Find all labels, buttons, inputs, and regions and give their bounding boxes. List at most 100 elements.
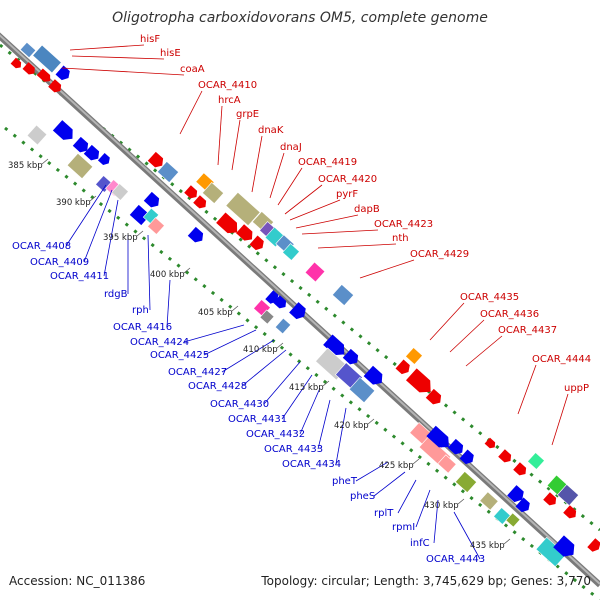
forward-gene-label: pyrF bbox=[336, 189, 358, 200]
accession-label: Accession: NC_011386 bbox=[9, 574, 145, 588]
forward-gene-label: uppP bbox=[564, 383, 589, 394]
gene-arrow bbox=[193, 195, 207, 209]
forward-gene-label: OCAR_4435 bbox=[460, 292, 519, 303]
tick-mark bbox=[503, 538, 511, 545]
gene-block bbox=[348, 376, 376, 404]
tick-mark bbox=[412, 458, 420, 465]
reverse-gene-label: pheT bbox=[332, 476, 358, 487]
forward-gene-label: dnaK bbox=[258, 125, 284, 136]
tick-mark bbox=[276, 342, 284, 349]
gene-arrow bbox=[36, 68, 51, 82]
reverse-gene-label: rplT bbox=[374, 508, 394, 519]
reverse-gene-label: OCAR_4416 bbox=[113, 322, 172, 333]
forward-leader-line bbox=[295, 214, 359, 229]
gene-block bbox=[19, 41, 37, 59]
reverse-gene-label: OCAR_4408 bbox=[12, 241, 71, 252]
forward-leader-line bbox=[277, 167, 303, 206]
forward-leader-line bbox=[359, 259, 415, 279]
forward-leader-line bbox=[179, 90, 203, 135]
forward-gene-label: coaA bbox=[180, 64, 205, 75]
reverse-leader-line bbox=[373, 471, 406, 497]
forward-leader-line bbox=[217, 105, 223, 166]
reverse-gene-label: OCAR_4424 bbox=[130, 337, 189, 348]
gene-arrow bbox=[447, 438, 464, 455]
page-title: Oligotropha carboxidovorans OM5, complet… bbox=[112, 10, 488, 26]
reverse-leader-line bbox=[183, 324, 245, 343]
gene-arrow bbox=[265, 290, 279, 304]
gene-arrow bbox=[147, 151, 164, 168]
forward-gene-label: grpE bbox=[236, 109, 259, 120]
gene-block bbox=[225, 191, 261, 227]
forward-leader-line bbox=[251, 135, 263, 193]
reverse-leader-line bbox=[317, 399, 331, 450]
dotted-guide-line bbox=[0, 43, 600, 532]
reverse-leader-line bbox=[433, 499, 439, 544]
reverse-gene-label: rph bbox=[132, 305, 149, 316]
forward-gene-label: OCAR_4410 bbox=[198, 80, 257, 91]
forward-gene-label: dapB bbox=[354, 204, 380, 215]
tick-label: 385 kbp bbox=[8, 161, 43, 171]
tick-mark bbox=[322, 380, 330, 387]
gene-block bbox=[259, 309, 275, 325]
gene-arrow bbox=[97, 152, 110, 166]
topology-label: Topology: circular; Length: 3,745,629 bp… bbox=[260, 574, 591, 588]
reverse-leader-line bbox=[281, 374, 313, 420]
reverse-gene-label: OCAR_4430 bbox=[210, 399, 269, 410]
tick-label: 395 kbp bbox=[103, 233, 138, 243]
tick-label: 400 kbp bbox=[150, 270, 185, 280]
forward-gene-label: nth bbox=[392, 233, 409, 244]
gene-block bbox=[304, 261, 326, 283]
forward-leader-line bbox=[301, 229, 379, 235]
gene-arrow bbox=[498, 449, 512, 463]
gene-block bbox=[527, 452, 545, 470]
gene-arrow bbox=[587, 538, 600, 552]
tick-label: 390 kbp bbox=[56, 198, 91, 208]
gene-arrow bbox=[249, 235, 264, 251]
reverse-gene-label: OCAR_4434 bbox=[282, 459, 341, 470]
reverse-gene-label: OCAR_4409 bbox=[30, 257, 89, 268]
reverse-leader-line bbox=[166, 279, 171, 328]
gene-arrow bbox=[216, 212, 238, 234]
tick-label: 420 kbp bbox=[334, 421, 369, 431]
gene-arrow bbox=[484, 437, 496, 449]
gene-block bbox=[556, 484, 580, 506]
reverse-leader-line bbox=[335, 407, 347, 465]
gene-block bbox=[437, 454, 457, 474]
reverse-gene-label: OCAR_4431 bbox=[228, 414, 287, 425]
reverse-gene-label: OCAR_4432 bbox=[246, 429, 305, 440]
gene-block bbox=[32, 44, 62, 74]
forward-leader-line bbox=[71, 55, 165, 60]
forward-leader-line bbox=[517, 364, 537, 415]
gene-arrow bbox=[72, 136, 89, 153]
reverse-leader-line bbox=[397, 479, 417, 514]
forward-leader-line bbox=[317, 243, 397, 249]
gene-arrow bbox=[236, 224, 253, 241]
forward-leader-line bbox=[269, 152, 285, 199]
forward-gene-label: OCAR_4437 bbox=[498, 325, 557, 336]
gene-block bbox=[147, 217, 165, 235]
gene-arrow bbox=[405, 368, 431, 393]
reverse-gene-label: infC bbox=[410, 538, 430, 549]
gene-block bbox=[505, 512, 521, 528]
tick-label: 430 kbp bbox=[424, 501, 459, 511]
gene-block bbox=[128, 204, 152, 226]
reverse-gene-label: OCAR_4433 bbox=[264, 444, 323, 455]
forward-leader-line bbox=[289, 199, 341, 221]
gene-arrow bbox=[515, 497, 530, 513]
gene-block bbox=[111, 183, 129, 201]
tick-label: 415 kbp bbox=[289, 383, 324, 393]
dotted-guide-line bbox=[4, 126, 600, 600]
forward-gene-label: OCAR_4419 bbox=[298, 157, 357, 168]
gene-arrow bbox=[10, 57, 22, 69]
reverse-gene-label: rdgB bbox=[104, 289, 128, 300]
gene-block bbox=[282, 243, 300, 261]
reverse-gene-label: OCAR_4425 bbox=[150, 350, 209, 361]
gene-block bbox=[274, 317, 292, 335]
gene-arrow bbox=[363, 365, 383, 385]
gene-arrow bbox=[48, 79, 62, 93]
gene-arrow bbox=[425, 388, 442, 405]
gene-features bbox=[10, 41, 600, 568]
reverse-leader-line bbox=[415, 489, 431, 528]
gene-block bbox=[331, 284, 355, 306]
